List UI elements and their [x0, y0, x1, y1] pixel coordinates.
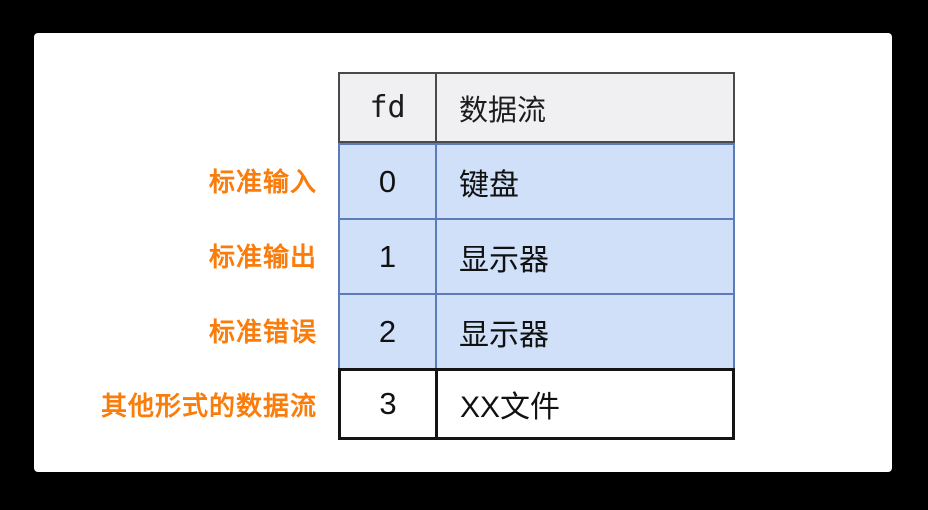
table-row-stdin: 0 键盘 — [338, 143, 735, 218]
diagram-card: 标准输入 标准输出 标准错误 其他形式的数据流 fd 数据流 0 键盘 1 显示… — [34, 33, 892, 472]
cell-stream-file: XX文件 — [460, 391, 561, 424]
cell-fd-3: 3 — [341, 371, 438, 437]
table-row-other-file: 3 XX文件 — [338, 368, 735, 440]
label-standard-input: 标准输入 — [208, 167, 317, 197]
label-other-streams: 其他形式的数据流 — [100, 390, 317, 421]
row-labels-column: 标准输入 标准输出 标准错误 其他形式的数据流 — [34, 143, 328, 440]
table-row-stdout: 1 显示器 — [338, 218, 735, 293]
fd-table: fd 数据流 0 键盘 1 显示器 2 显示器 3 XX文件 — [338, 72, 735, 440]
cell-fd-0: 0 — [340, 145, 437, 218]
cell-fd-2: 2 — [340, 295, 437, 368]
table-header-row: fd 数据流 — [338, 72, 735, 143]
header-cell-stream: 数据流 — [459, 94, 547, 127]
table-row-stderr: 2 显示器 — [338, 293, 735, 368]
label-standard-output: 标准输出 — [208, 242, 317, 272]
cell-stream-monitor-2: 显示器 — [459, 318, 549, 352]
label-standard-error: 标准错误 — [208, 317, 317, 347]
header-cell-fd: fd — [340, 74, 437, 141]
cell-stream-monitor-1: 显示器 — [459, 243, 549, 277]
cell-stream-keyboard: 键盘 — [459, 168, 519, 202]
cell-fd-1: 1 — [340, 220, 437, 293]
